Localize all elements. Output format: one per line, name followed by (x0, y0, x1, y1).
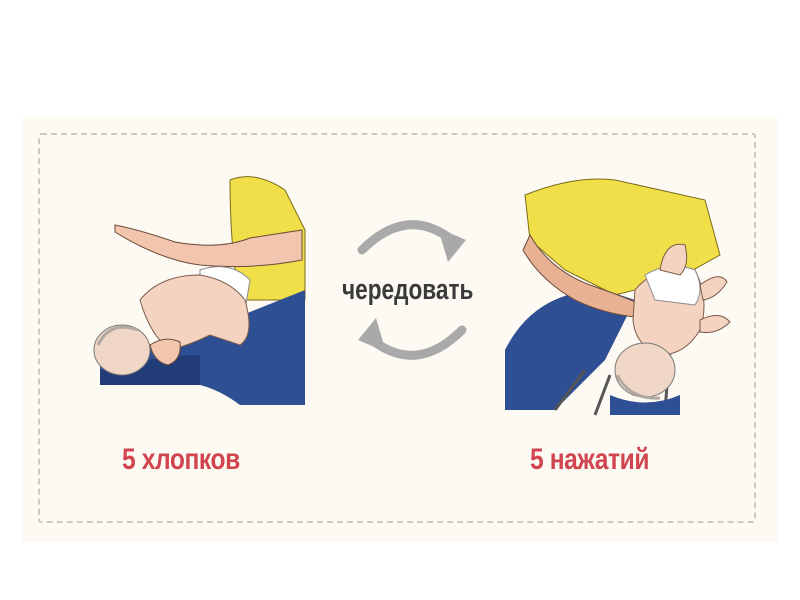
back-blows-caption: 5 хлопков (122, 443, 240, 476)
chest-thrusts-caption: 5 нажатий (530, 443, 650, 476)
back-blows-illustration (80, 170, 320, 420)
alternate-label: чередовать (342, 274, 474, 306)
cycle-arrows-icon (357, 220, 467, 360)
dashed-border (38, 133, 756, 523)
chest-thrusts-illustration (495, 170, 735, 420)
